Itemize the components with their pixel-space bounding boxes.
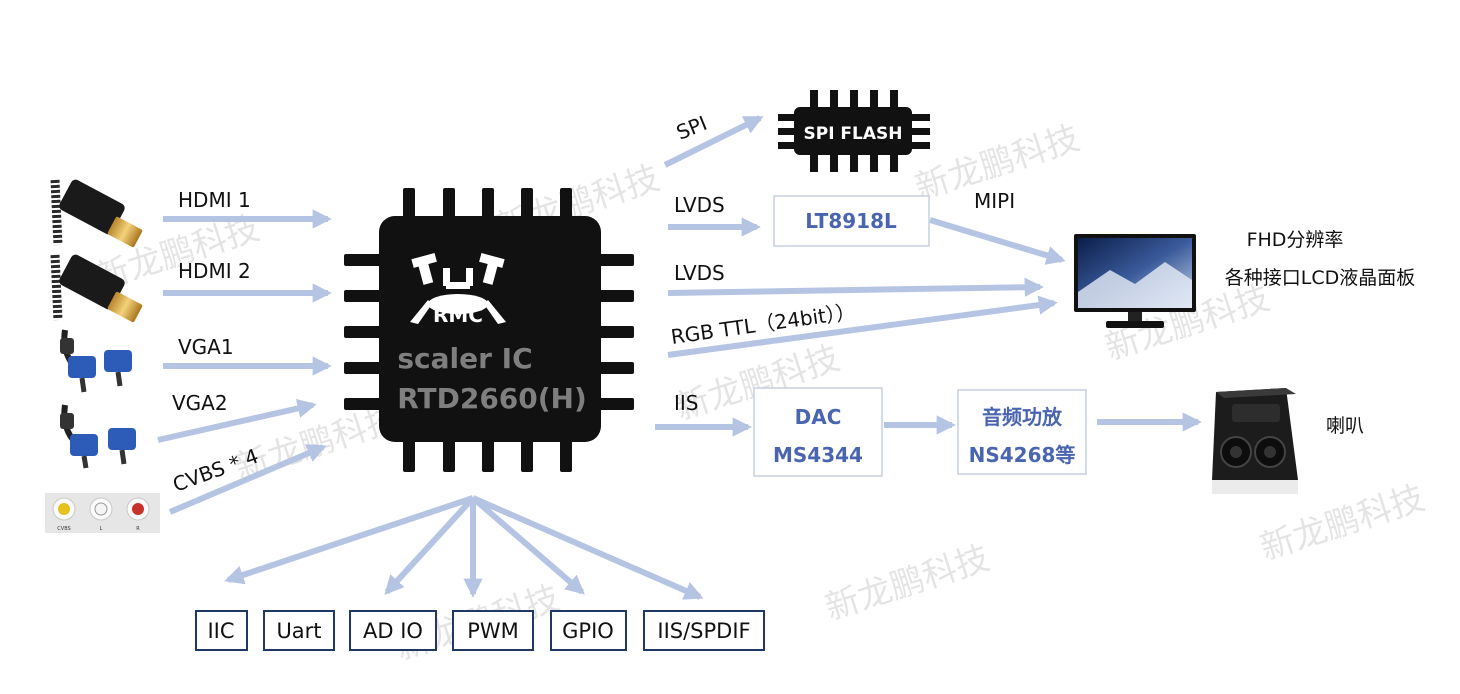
io-pin-boxes: IIC Uart AD IO PWM GPIO IIS/SPDIF [195, 610, 765, 651]
rca-jack-panel-icon: CVBS L R [45, 493, 160, 533]
chip-label-line2: RTD2660(H) [397, 382, 587, 415]
hdmi2-label: HDMI 2 [178, 259, 251, 283]
io-label-iis-spdif: IIS/SPDIF [657, 619, 750, 643]
lvds1-label: LVDS [674, 193, 725, 217]
rca-label-r: R [136, 526, 140, 532]
rca-label-l: L [100, 526, 103, 532]
rgb-arrow [667, 295, 1058, 358]
input-arrows [157, 209, 332, 515]
spi-arrow [663, 115, 764, 168]
chip-label-line1: scaler IC [397, 342, 532, 375]
vga2-label: VGA2 [172, 391, 228, 415]
hdmi-cable-1-icon [50, 179, 143, 248]
scaler-chip: RMC scaler IC RTD2660(H) [344, 188, 634, 472]
io-label-adio: AD IO [363, 619, 423, 643]
cvbs-arrow [168, 444, 327, 515]
io-box-uart: Uart [263, 610, 335, 651]
amp-label-line1: 音频功放 [982, 405, 1063, 429]
io-arrow-gpio [471, 495, 585, 595]
svg-text:RMC: RMC [433, 303, 483, 327]
display-label-line2: 各种接口LCD液晶面板 [1225, 267, 1415, 289]
io-box-pwm: PWM [452, 610, 534, 651]
watermark-text: 新龙鹏科技 [820, 538, 994, 629]
io-label-uart: Uart [276, 619, 321, 643]
output-arrows [655, 115, 1202, 437]
io-box-adio: AD IO [349, 610, 437, 651]
io-label-pwm: PWM [467, 619, 519, 643]
vga-cable-2-icon [60, 404, 136, 469]
mipi-label: MIPI [974, 189, 1015, 213]
io-box-gpio: GPIO [550, 610, 627, 651]
iis-label: IIS [674, 391, 699, 415]
vga1-label: VGA1 [178, 335, 234, 359]
speaker-icon [1212, 388, 1298, 494]
amp-box: 音频功放 NS4268等 [957, 389, 1087, 475]
amp-label-line2: NS4268等 [969, 443, 1076, 467]
lcd-monitor-icon [1074, 234, 1196, 328]
io-box-iic: IIC [195, 610, 248, 651]
dac-label-line1: DAC [795, 405, 842, 429]
hdmi1-label: HDMI 1 [178, 188, 251, 212]
mipi-arrow [929, 217, 1066, 265]
lt8918-box: LT8918L [773, 195, 930, 247]
vga-cable-1-icon [60, 329, 132, 393]
rca-label-cvbs: CVBS [57, 526, 70, 532]
realtek-crab-logo-icon: RMC [410, 253, 506, 327]
lvds2-arrow [667, 277, 1044, 297]
io-arrow-adio [384, 495, 476, 595]
spi-label: SPI [673, 111, 710, 145]
io-arrows [224, 495, 704, 600]
io-arrow-iic [224, 495, 474, 585]
hdmi-cable-2-icon [50, 254, 143, 323]
speaker-label: 喇叭 [1326, 415, 1364, 437]
lvds2-label: LVDS [674, 261, 725, 285]
io-box-iis-spdif: IIS/SPDIF [643, 610, 765, 651]
cvbs-label: CVBS * 4 [170, 444, 262, 497]
dac-label-line2: MS4344 [773, 443, 863, 467]
io-label-gpio: GPIO [562, 619, 614, 643]
spi-flash-chip: SPI FLASH [778, 90, 930, 172]
display-label-line1: FHD分辨率 [1247, 229, 1344, 251]
spi-flash-label: SPI FLASH [803, 124, 902, 144]
vga2-arrow [157, 399, 317, 443]
io-label-iic: IIC [207, 619, 234, 643]
io-arrow-iis-spdif [471, 495, 704, 600]
lt8918-label: LT8918L [805, 209, 897, 233]
dac-box: DAC MS4344 [753, 387, 883, 477]
